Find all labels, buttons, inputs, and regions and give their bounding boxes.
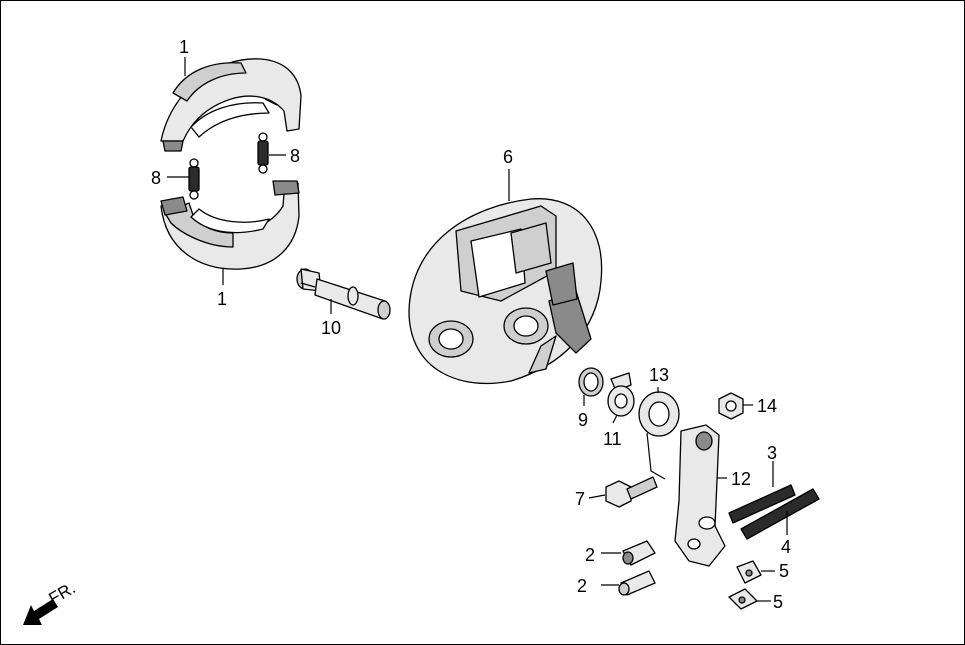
- wear-indicator-plate: [607, 372, 635, 417]
- pivot-pin-upper: [622, 540, 656, 566]
- felt-seal: [578, 367, 604, 397]
- brake-shoe-upper: [160, 58, 302, 152]
- callout-nut: 14: [757, 396, 777, 416]
- flange-bolt: [605, 476, 658, 508]
- leader-lines: [167, 57, 788, 602]
- joint-piece-lower: [728, 588, 758, 610]
- callout-indicator-plate: 11: [603, 429, 622, 449]
- brake-panel: [408, 198, 603, 385]
- pivot-pin-lower: [618, 570, 656, 596]
- front-direction-arrow-icon: [23, 599, 58, 625]
- shoe-spring-left: [188, 158, 200, 200]
- callout-spring-left: 8: [151, 168, 161, 188]
- callout-cam: 10: [321, 318, 341, 338]
- callout-return-spring: 13: [649, 365, 669, 385]
- callout-joint-lower: 5: [773, 592, 783, 612]
- callout-arm: 12: [731, 469, 751, 489]
- rod-spring-b: [740, 488, 820, 540]
- joint-piece-upper: [736, 560, 762, 584]
- callout-rod-spring-a: 3: [767, 443, 777, 463]
- front-direction-indicator: FR.: [23, 578, 79, 625]
- brake-shoe-lower: [160, 180, 300, 270]
- return-spring: [638, 391, 680, 480]
- callout-bolt: 7: [575, 489, 585, 509]
- callout-pivot-upper: 2: [585, 545, 595, 565]
- callout-labels: 1 1 8 8 6 10 9 11 13 14 7 12 3 4 2 2 5 5: [151, 37, 791, 612]
- callout-panel: 6: [503, 147, 513, 167]
- callout-shoe-upper: 1: [179, 37, 189, 57]
- brake-arm: [674, 424, 726, 567]
- callout-joint-upper: 5: [779, 561, 789, 581]
- callout-spring-right: 8: [290, 146, 300, 166]
- rod-spring-a: [728, 484, 796, 524]
- callout-shoe-lower: 1: [217, 289, 227, 309]
- flange-nut: [718, 392, 744, 420]
- brake-cam: [296, 268, 391, 320]
- callout-pivot-lower: 2: [577, 576, 587, 596]
- callout-felt-seal: 9: [578, 410, 588, 430]
- callout-rod-spring-b: 4: [781, 537, 791, 557]
- shoe-spring-right: [257, 132, 269, 174]
